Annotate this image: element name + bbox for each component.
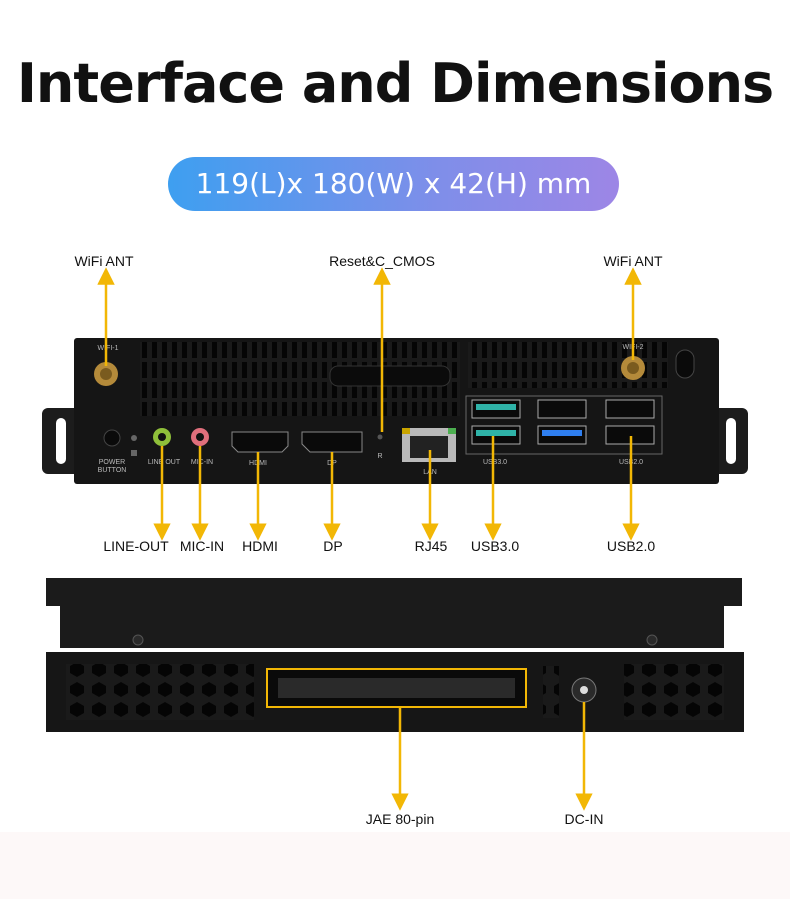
label-line-out: LINE-OUT bbox=[103, 538, 169, 554]
callout-arrows bbox=[97, 267, 642, 811]
print-line-out: LINE OUT bbox=[148, 459, 181, 466]
handle-slot bbox=[329, 365, 451, 387]
front-panel bbox=[42, 338, 748, 484]
page-title: Interface and Dimensions bbox=[16, 52, 774, 115]
print-button: BUTTON bbox=[98, 467, 127, 474]
print-r: R bbox=[377, 453, 382, 460]
hdmi-port-icon bbox=[231, 431, 289, 453]
label-dp: DP bbox=[323, 538, 343, 554]
label-hdmi: HDMI bbox=[242, 538, 278, 554]
usb-port-middle-top-icon bbox=[537, 399, 587, 419]
hdd-led-icon bbox=[131, 450, 137, 456]
usb-bay-outline bbox=[465, 395, 663, 455]
label-wifi-ant-right: WiFi ANT bbox=[603, 253, 663, 269]
label-jae-80pin: JAE 80-pin bbox=[365, 811, 435, 827]
screw-left-icon bbox=[132, 634, 144, 646]
hex-vents-left bbox=[66, 664, 254, 720]
power-led-icon bbox=[131, 435, 137, 441]
jae-80pin-connector-icon bbox=[278, 678, 515, 698]
label-wifi-ant-left: WiFi ANT bbox=[74, 253, 134, 269]
dp-port-icon bbox=[301, 431, 363, 453]
usb20-port-top-icon bbox=[605, 399, 655, 419]
label-usb30: USB3.0 bbox=[470, 538, 520, 554]
label-mic-in: MIC-IN bbox=[179, 538, 225, 554]
print-usb30: USB3.0 bbox=[483, 459, 507, 466]
power-button-icon bbox=[103, 429, 121, 447]
reset-pinhole-icon bbox=[377, 434, 383, 440]
print-wifi1: WIFI-1 bbox=[98, 345, 119, 352]
rear-chassis-top bbox=[46, 578, 742, 648]
dimensions-badge: 119(L)x 180(W) x 42(H) mm bbox=[168, 157, 619, 211]
label-dc-in: DC-IN bbox=[564, 811, 604, 827]
kensington-lock-icon bbox=[675, 349, 695, 379]
footer-band bbox=[0, 832, 790, 899]
hex-vents-right bbox=[624, 664, 724, 720]
label-rj45: RJ45 bbox=[414, 538, 448, 554]
screw-right-icon bbox=[646, 634, 658, 646]
rear-panel bbox=[46, 578, 744, 732]
label-usb20: USB2.0 bbox=[606, 538, 656, 554]
print-mic-in: MIC-IN bbox=[191, 459, 213, 466]
label-reset: Reset&C_CMOS bbox=[329, 253, 435, 269]
print-power: POWER bbox=[99, 459, 125, 466]
